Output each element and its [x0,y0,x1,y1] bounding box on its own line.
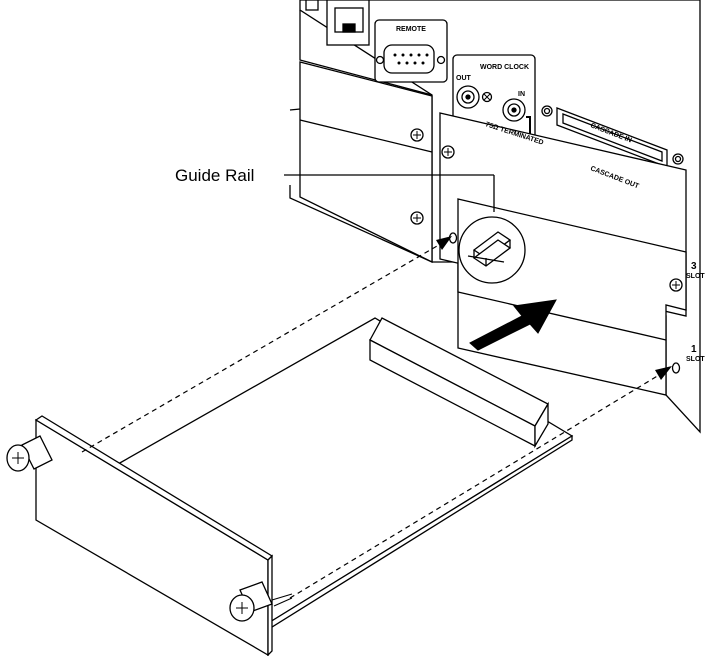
guide-rail-label: Guide Rail [175,166,254,185]
slot3-label: SLOT [686,273,705,280]
out-label: OUT [456,75,472,82]
guide-rail-callout [284,174,526,284]
in-label: IN [518,91,525,98]
insert-direction-arrow [469,299,557,351]
alignment-arrowheads [436,236,672,380]
panel-screws [410,128,683,292]
slot3-number: 3 [691,261,697,272]
card-thumbscrews [6,435,293,622]
slot1-number: 1 [691,344,697,355]
io-card [6,317,574,657]
word-clock-label: WORD CLOCK [480,64,529,71]
slot1-label: SLOT [686,356,705,363]
alignment-guides [81,241,665,599]
remote-label: REMOTE [396,26,426,33]
